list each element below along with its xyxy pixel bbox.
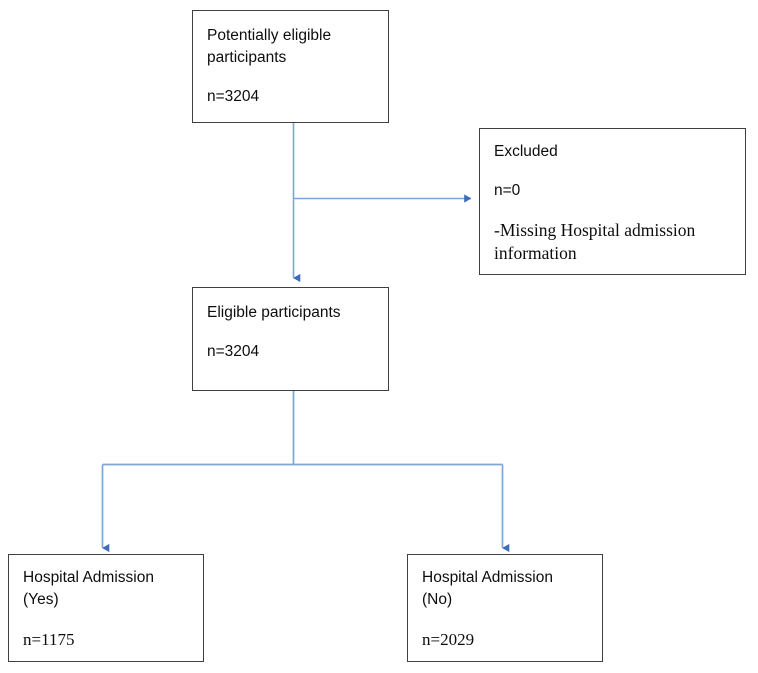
node-admission-yes-count: n=1175 [23,630,75,649]
node-admission-no: Hospital Admission (No) n=2029 [407,554,603,662]
node-admission-yes-heading: Hospital Admission (Yes) [23,569,154,608]
node-eligible-count: n=3204 [207,343,260,360]
edge-eligible-split-bus [102,391,503,466]
node-excluded-heading: Excluded [494,143,558,160]
node-eligible: Eligible participants n=3204 [192,287,389,391]
node-potentially-eligible: Potentially eligible participants n=3204 [192,10,389,123]
node-eligible-heading: Eligible participants [207,304,341,321]
node-admission-yes: Hospital Admission (Yes) n=1175 [8,554,204,662]
node-excluded: Excluded n=0 -Missing Hospital admission… [479,128,746,275]
node-potentially-eligible-heading: Potentially eligible participants [207,27,332,66]
node-admission-no-count: n=2029 [422,630,475,649]
node-excluded-count: n=0 [494,182,521,199]
node-potentially-eligible-count: n=3204 [207,88,260,105]
node-admission-no-heading: Hospital Admission (No) [422,569,553,608]
node-excluded-reason: -Missing Hospital admission information [494,220,696,264]
